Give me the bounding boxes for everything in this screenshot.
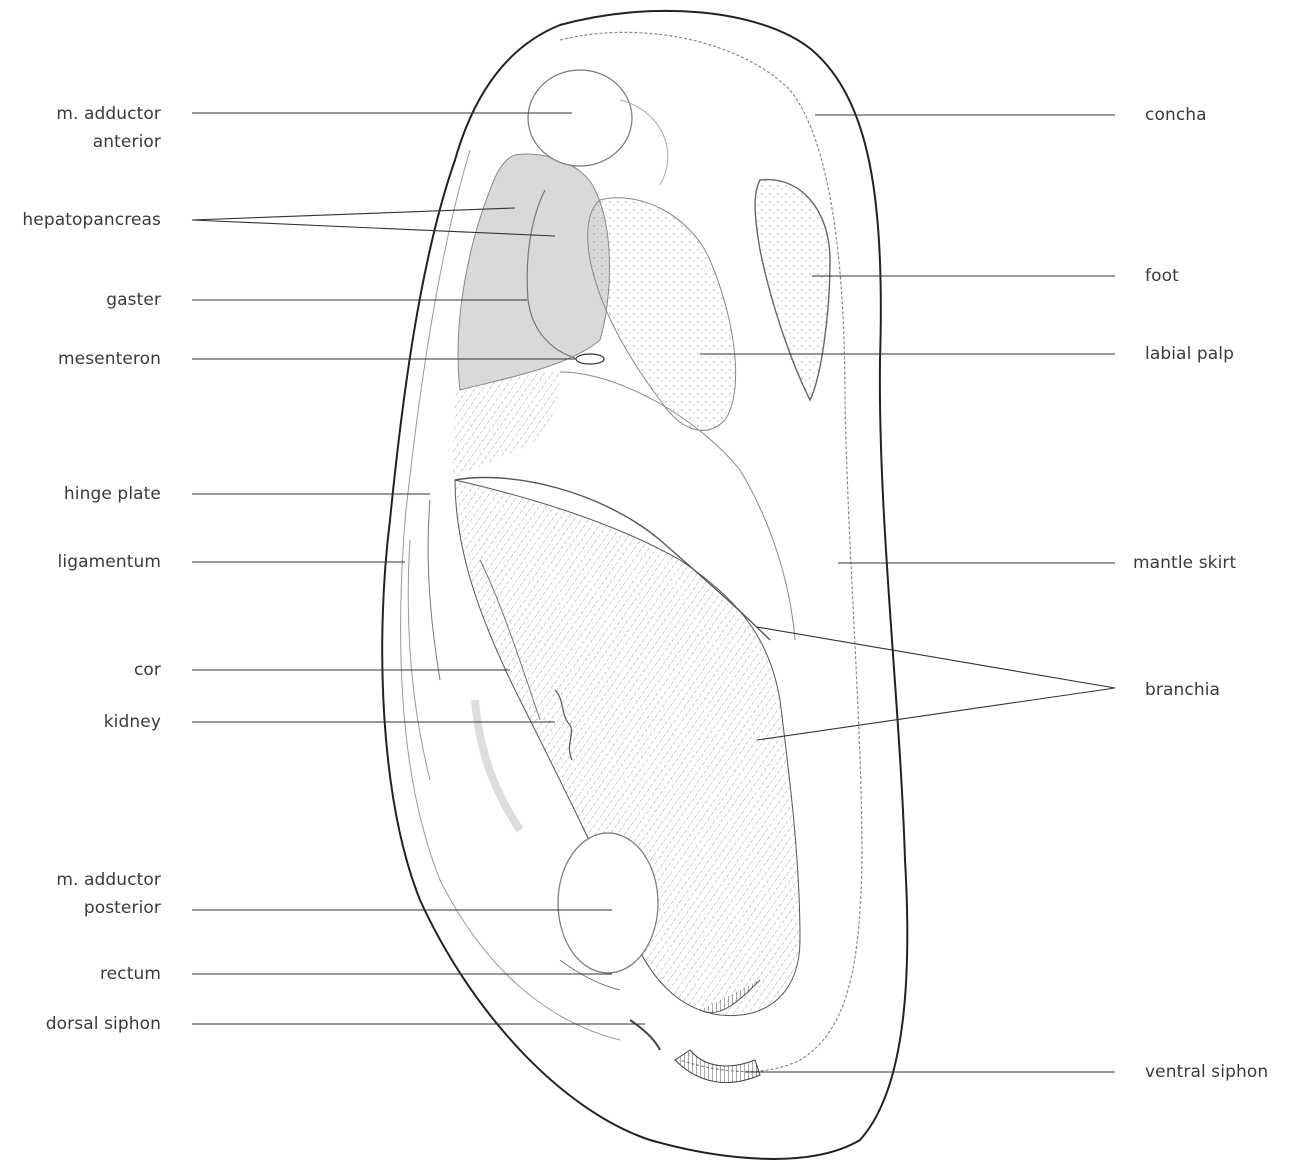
label-gaster: gaster [106,286,161,314]
label-hepatopancreas: hepatopancreas [22,206,161,234]
label-m-adductor-posterior: m. adductor posterior [56,866,161,922]
labial-palp-shape [588,198,736,431]
label-hinge-plate: hinge plate [64,480,161,508]
label-ventral-siphon: ventral siphon [1145,1058,1268,1086]
label-cor: cor [134,656,161,684]
label-line: posterior [56,894,161,922]
label-kidney: kidney [104,708,161,736]
label-mantle-skirt: mantle skirt [1133,549,1236,577]
label-mesenteron: mesenteron [58,345,161,373]
label-line: m. adductor [56,866,161,894]
leader-hepatopancreas-a [192,208,515,220]
foot-shape [755,180,830,400]
leader-branchia-b [757,688,1115,740]
label-concha: concha [1145,101,1207,129]
anterior-adductor-muscle [528,70,632,166]
label-m-adductor-anterior: m. adductor anterior [56,100,161,156]
label-line: m. adductor [56,100,161,128]
label-ligamentum: ligamentum [58,548,161,576]
label-branchia: branchia [1145,676,1220,704]
ventral-siphon-shape [675,1050,760,1083]
label-rectum: rectum [100,960,161,988]
hinge-plate-line [428,500,440,680]
ligamentum-line [408,540,430,780]
posterior-adductor-muscle [558,833,658,973]
label-labial-palp: labial palp [1145,340,1234,368]
mesenteron-section [576,354,604,364]
leader-branchia-a [757,627,1115,688]
label-line: anterior [56,128,161,156]
label-foot: foot [1145,262,1179,290]
label-dorsal-siphon: dorsal siphon [46,1010,161,1038]
